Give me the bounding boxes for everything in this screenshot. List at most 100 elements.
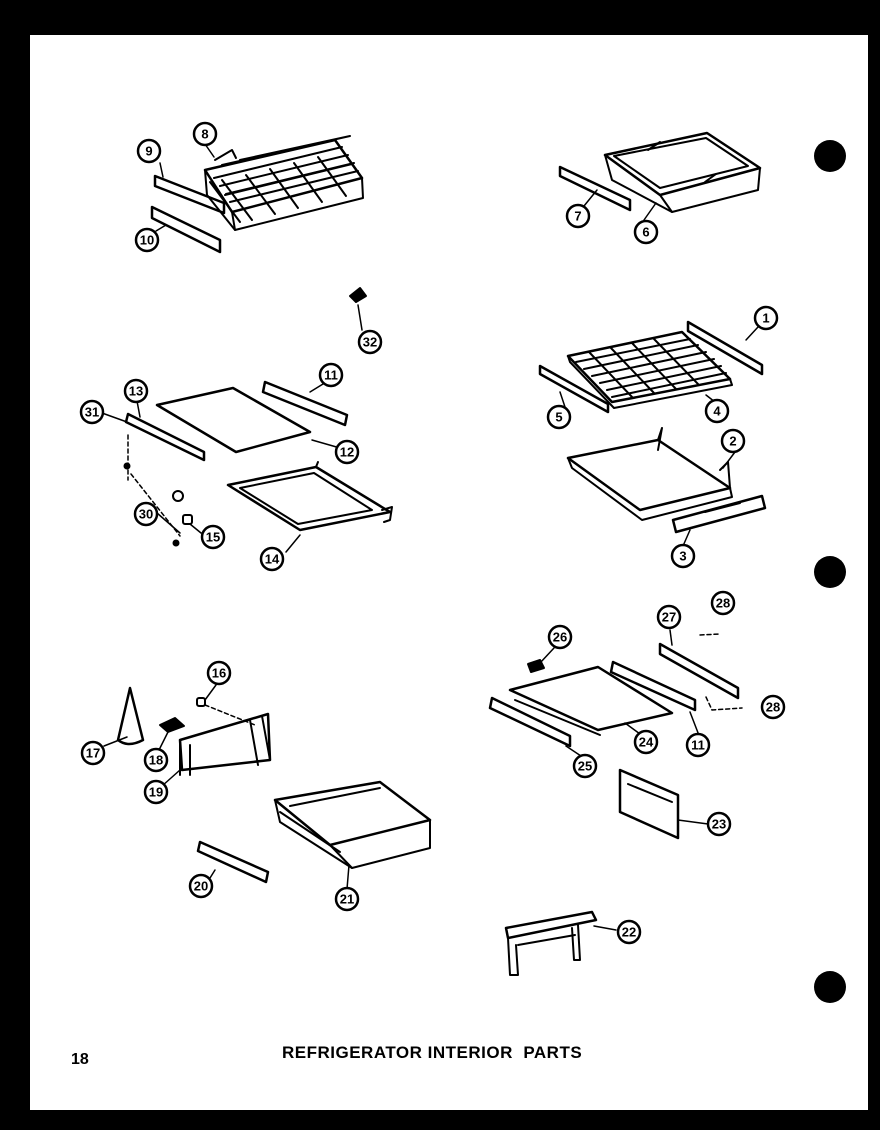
- callout-8a: 8: [192, 121, 218, 147]
- callout-number: 7: [574, 209, 581, 224]
- callout-11a: 11: [318, 362, 344, 388]
- part-bracket-22: [504, 910, 598, 976]
- part-rail-7: [558, 165, 632, 212]
- callout-number: 27: [662, 610, 676, 625]
- callout-number: 24: [639, 735, 654, 750]
- callout-circle: [760, 694, 786, 720]
- callout-circle: [547, 624, 573, 650]
- callout-number: 19: [149, 785, 163, 800]
- callout-circle: [143, 747, 169, 773]
- binder-hole-bottom: [814, 971, 846, 1003]
- callout-circle: [200, 524, 226, 550]
- callout-circle: [334, 439, 360, 465]
- callout-circle: [188, 873, 214, 899]
- part-screw-16: [196, 697, 256, 726]
- callout-15: 15: [200, 524, 226, 550]
- part-trim-11-b: [609, 660, 697, 712]
- callout-18: 18: [143, 747, 169, 773]
- callout-10: 10: [134, 227, 160, 253]
- callout-circle: [79, 399, 105, 425]
- part-trim-11: [261, 380, 349, 427]
- callout-16: 16: [206, 660, 232, 686]
- callout-4: 4: [704, 398, 730, 424]
- callout-number: 18: [149, 753, 163, 768]
- part-cone-17: [116, 686, 145, 746]
- callout-31: 31: [79, 399, 105, 425]
- callout-circle: [565, 203, 591, 229]
- callout-number: 5: [555, 410, 562, 425]
- part-wire-basket: [203, 135, 364, 231]
- callout-circle: [206, 660, 232, 686]
- page-sheet: [30, 35, 868, 1110]
- callout-11b: 11: [685, 732, 711, 758]
- part-rail-27: [658, 642, 740, 700]
- part-trim-strip-9: [153, 174, 226, 215]
- callout-circle: [259, 546, 285, 572]
- callout-25: 25: [572, 753, 598, 779]
- callout-circle: [633, 219, 659, 245]
- callout-17: 17: [80, 740, 106, 766]
- callout-32: 32: [357, 329, 383, 355]
- callout-number: 20: [194, 879, 208, 894]
- callout-3: 3: [670, 543, 696, 569]
- callout-number: 10: [140, 233, 154, 248]
- part-bracket-18: [159, 717, 185, 733]
- callout-30: 30: [133, 501, 159, 527]
- callout-number: 17: [86, 746, 100, 761]
- callout-circle: [720, 428, 746, 454]
- callout-circle: [80, 740, 106, 766]
- callout-circle: [357, 329, 383, 355]
- callout-5: 5: [546, 404, 572, 430]
- binder-hole-middle: [814, 556, 846, 588]
- part-rail-20: [196, 840, 270, 884]
- callout-14: 14: [259, 546, 285, 572]
- callout-28b: 28: [760, 694, 786, 720]
- part-support-3: [671, 494, 767, 534]
- callout-circle: [318, 362, 344, 388]
- part-clip-32: [349, 287, 367, 303]
- callout-circle: [133, 501, 159, 527]
- callout-number: 32: [363, 335, 377, 350]
- callout-23: 23: [706, 811, 732, 837]
- callout-number: 9: [145, 144, 152, 159]
- callout-number: 11: [691, 738, 705, 753]
- callout-number: 8: [201, 127, 208, 142]
- callout-circle: [710, 590, 736, 616]
- callout-number: 28: [766, 700, 780, 715]
- callout-21: 21: [334, 886, 360, 912]
- callout-27: 27: [656, 604, 682, 630]
- part-wire-shelf: [566, 330, 733, 409]
- callout-1: 1: [753, 305, 779, 331]
- part-crisper-pan: [603, 131, 762, 213]
- callout-number: 1: [762, 311, 769, 326]
- callout-circle: [134, 227, 160, 253]
- callout-number: 22: [622, 925, 636, 940]
- callout-circle: [706, 811, 732, 837]
- callout-number: 12: [340, 445, 354, 460]
- page-number: 18: [71, 1051, 89, 1068]
- callout-22: 22: [616, 919, 642, 945]
- part-rail-1: [686, 320, 764, 376]
- part-cover-19: [178, 712, 272, 776]
- callout-26: 26: [547, 624, 573, 650]
- part-shelf-frame: [566, 427, 733, 521]
- callout-number: 31: [85, 405, 99, 420]
- callout-circle: [143, 779, 169, 805]
- callout-number: 28: [716, 596, 730, 611]
- callout-number: 15: [206, 530, 220, 545]
- binder-hole-top: [814, 140, 846, 172]
- callout-number: 3: [679, 549, 686, 564]
- part-bushing-15: [182, 514, 193, 525]
- callout-6: 6: [633, 219, 659, 245]
- callout-number: 16: [212, 666, 226, 681]
- callout-28a: 28: [710, 590, 736, 616]
- callout-circle: [334, 886, 360, 912]
- callout-number: 11: [324, 368, 338, 383]
- callout-2: 2: [720, 428, 746, 454]
- callout-20: 20: [188, 873, 214, 899]
- callout-circle: [704, 398, 730, 424]
- page-title: REFRIGERATOR INTERIOR PARTS: [282, 1043, 583, 1062]
- callout-circle: [670, 543, 696, 569]
